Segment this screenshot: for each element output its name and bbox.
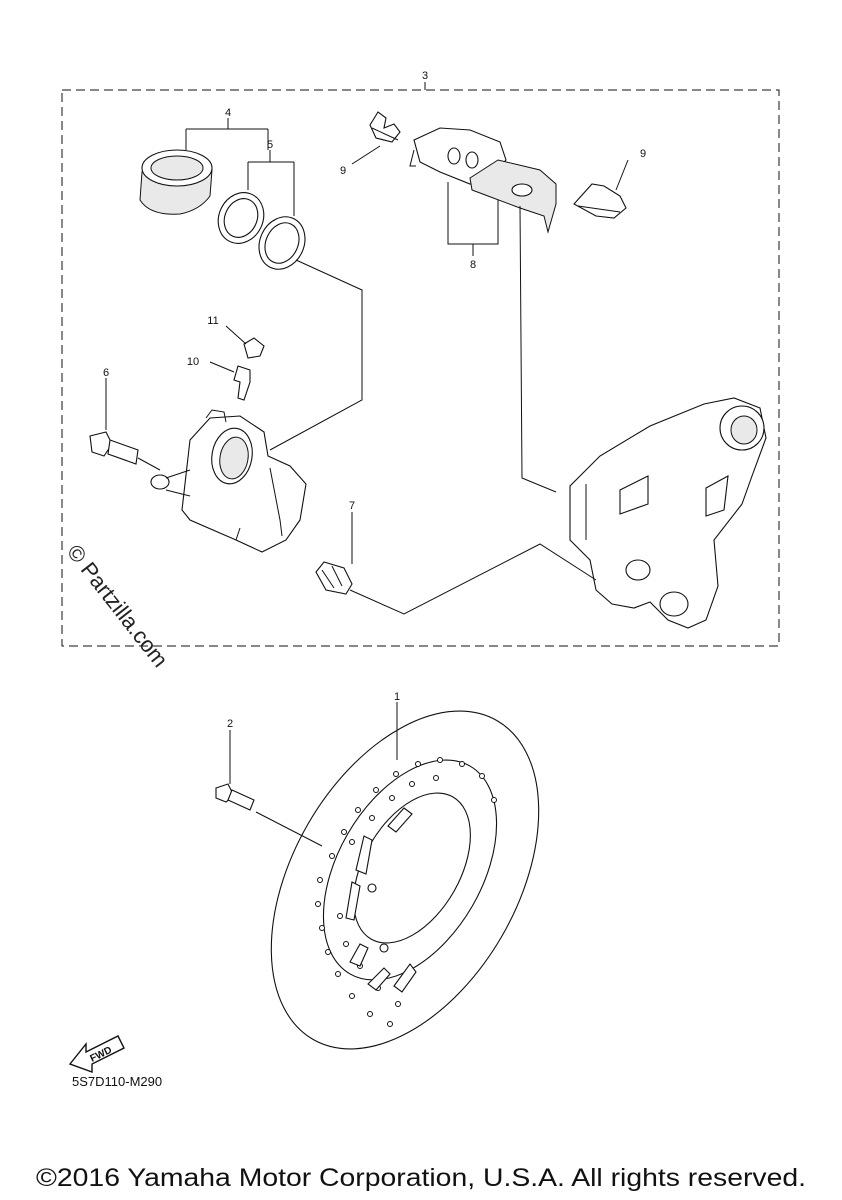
part-label-2: 2 — [227, 718, 233, 730]
bleed-screw-part[interactable] — [233, 365, 251, 401]
pad-spring-left-part[interactable] — [369, 111, 401, 143]
part-label-1: 1 — [394, 691, 400, 703]
part-label-5: 5 — [267, 139, 273, 151]
part-label-11: 11 — [207, 315, 218, 327]
part-label-9-right: 9 — [640, 148, 646, 160]
caliper-assembly-boundary — [61, 89, 780, 647]
piston-part[interactable] — [139, 149, 213, 215]
part-number-labels: 3 4 5 9 9 8 11 10 6 7 1 2 — [103, 70, 646, 730]
part-label-10: 10 — [187, 356, 199, 368]
pad-spring-right-part[interactable] — [573, 183, 627, 219]
caliper-bolt-part[interactable] — [89, 431, 139, 465]
bleed-screw-cap-part[interactable] — [243, 337, 265, 359]
part-label-8: 8 — [470, 259, 476, 271]
dust-seal-part[interactable] — [251, 209, 314, 277]
brake-pad-backing-part[interactable] — [469, 159, 557, 234]
caliper-bracket — [569, 397, 767, 629]
drawing-code: 5S7D110-M290 — [72, 1074, 162, 1089]
partzilla-watermark: © Partzilla.com — [62, 540, 173, 672]
part-label-3: 3 — [422, 70, 428, 82]
brake-disc-part[interactable] — [216, 665, 594, 1096]
piston-seal-part[interactable] — [210, 185, 272, 251]
copyright-notice: ©2016 Yamaha Motor Corporation, U.S.A. A… — [36, 1164, 806, 1192]
part-label-4: 4 — [225, 107, 231, 119]
part-label-9-left: 9 — [340, 165, 346, 177]
fwd-badge-text: FWD — [88, 1045, 113, 1065]
caliper-body — [150, 409, 307, 553]
fwd-arrow-icon: FWD — [68, 1035, 125, 1073]
disc-bolt-part[interactable] — [215, 783, 255, 811]
part-label-6: 6 — [103, 367, 109, 379]
leader-lines — [105, 82, 629, 847]
boot-part[interactable] — [315, 561, 353, 595]
part-label-7: 7 — [349, 500, 355, 512]
